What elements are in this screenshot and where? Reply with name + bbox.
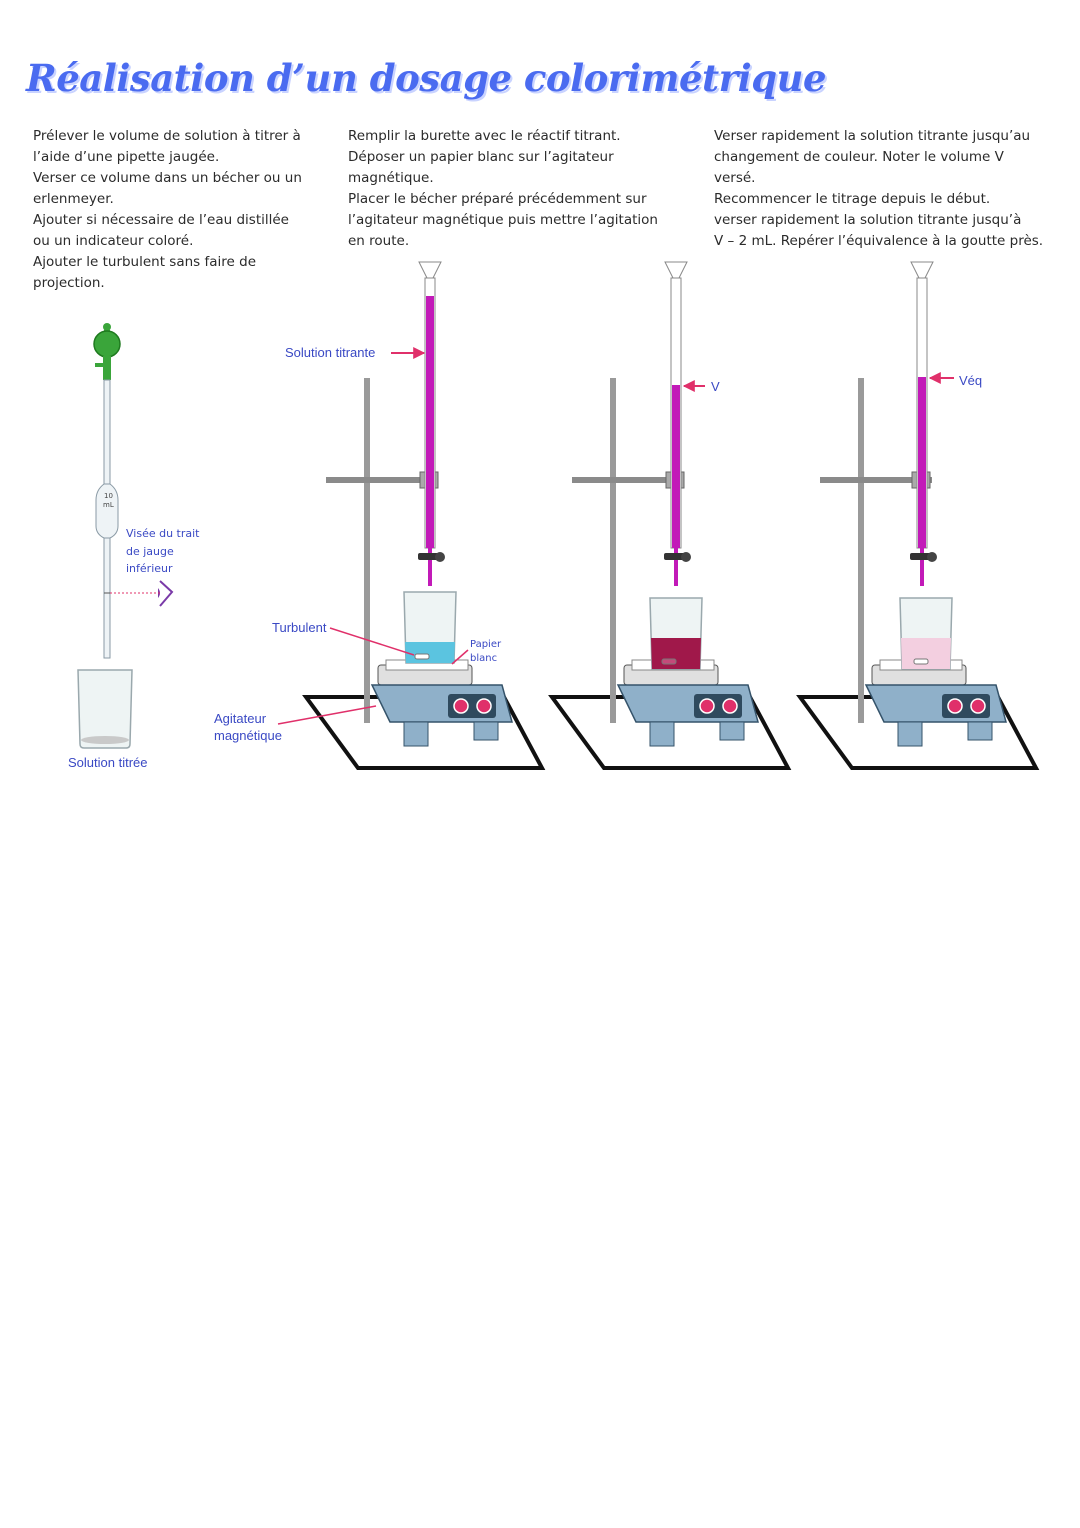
step-3-line: versé.	[714, 170, 756, 186]
titration-diagram: 10 mL Visée du trait de jauge inférieur …	[68, 261, 1040, 770]
knob-icon	[476, 698, 492, 714]
step-1-line: Ajouter le turbulent sans faire de	[33, 254, 257, 270]
step-3-line: Verser rapidement la solution titrante j…	[714, 128, 1031, 144]
pipette-bulb	[93, 323, 121, 380]
burette	[418, 261, 445, 586]
beaker-blue	[403, 591, 457, 664]
step-2-line: Remplir la burette avec le réactif titra…	[348, 128, 621, 144]
step-2-instructions: Remplir la burette avec le réactif titra…	[348, 126, 678, 252]
burette	[664, 261, 691, 586]
volumetric-pipette: 10 mL	[95, 379, 119, 659]
step-2-line: Placer le bécher préparé précédemment su…	[348, 191, 647, 207]
volume-v-label: V	[711, 379, 720, 394]
solution-titrante-label: Solution titrante	[285, 345, 375, 360]
knob-icon	[722, 698, 738, 714]
pipette-panel: 10 mL Visée du trait de jauge inférieur …	[68, 323, 200, 770]
step-1-line: ou un indicateur coloré.	[33, 233, 194, 249]
step-1-line: projection.	[33, 275, 105, 291]
knob-icon	[453, 698, 469, 714]
papier-blanc-label: blanc	[470, 653, 497, 664]
pipette-unit: mL	[103, 501, 114, 509]
knob-icon	[947, 698, 963, 714]
step-1-line: Verser ce volume dans un bécher ou un	[33, 170, 302, 186]
visee-label: Visée du trait	[126, 527, 200, 540]
step-1-line: Prélever le volume de solution à titrer …	[33, 128, 301, 144]
agitateur-label: Agitateur	[214, 711, 267, 726]
magnetic-stirrer	[864, 659, 1007, 747]
step-2-line: l’agitateur magnétique puis mettre l’agi…	[348, 212, 658, 228]
step-1-line: erlenmeyer.	[33, 191, 114, 207]
step-2-line: Déposer un papier blanc sur l’agitateur	[348, 149, 614, 165]
step-1-instructions: Prélever le volume de solution à titrer …	[33, 126, 323, 294]
step-2-line: en route.	[348, 233, 410, 249]
step-1-line: l’aide d’une pipette jaugée.	[33, 149, 220, 165]
volume-veq-label: Véq	[959, 373, 982, 388]
magnetic-stirrer	[370, 659, 513, 747]
visee-label: de jauge	[126, 545, 174, 558]
eye-icon	[158, 580, 174, 607]
setup-panel: Solution titrante Turbulent Papier blanc…	[214, 261, 546, 770]
step-3-line: Recommencer le titrage depuis le début.	[714, 191, 991, 207]
agitateur-label: magnétique	[214, 728, 282, 743]
solution-titree-label: Solution titrée	[68, 755, 148, 770]
step-3-line: changement de couleur. Noter le volume V	[714, 149, 1004, 165]
visee-label: inférieur	[126, 562, 173, 575]
titration-veq-panel: Véq	[796, 261, 1040, 770]
beaker-light-pink	[899, 597, 953, 670]
step-2-line: magnétique.	[348, 170, 434, 186]
step-3-line: verser rapidement la solution titrante j…	[714, 212, 1022, 228]
titrated-solution-beaker	[77, 669, 133, 749]
pipette-volume: 10	[104, 492, 113, 500]
titration-v-panel: V	[548, 261, 792, 770]
step-1-line: Ajouter si nécessaire de l’eau distillée	[33, 212, 289, 228]
knob-icon	[699, 698, 715, 714]
turbulent-label: Turbulent	[272, 620, 327, 635]
step-3-line: V – 2 mL. Repérer l’équivalence à la gou…	[714, 233, 1044, 249]
knob-icon	[970, 698, 986, 714]
page-title: Réalisation d’un dosage colorimétrique	[26, 56, 827, 100]
beaker-dark-pink	[649, 597, 703, 670]
step-3-instructions: Verser rapidement la solution titrante j…	[714, 126, 1064, 252]
burette	[910, 261, 937, 586]
papier-blanc-label: Papier	[470, 639, 502, 650]
